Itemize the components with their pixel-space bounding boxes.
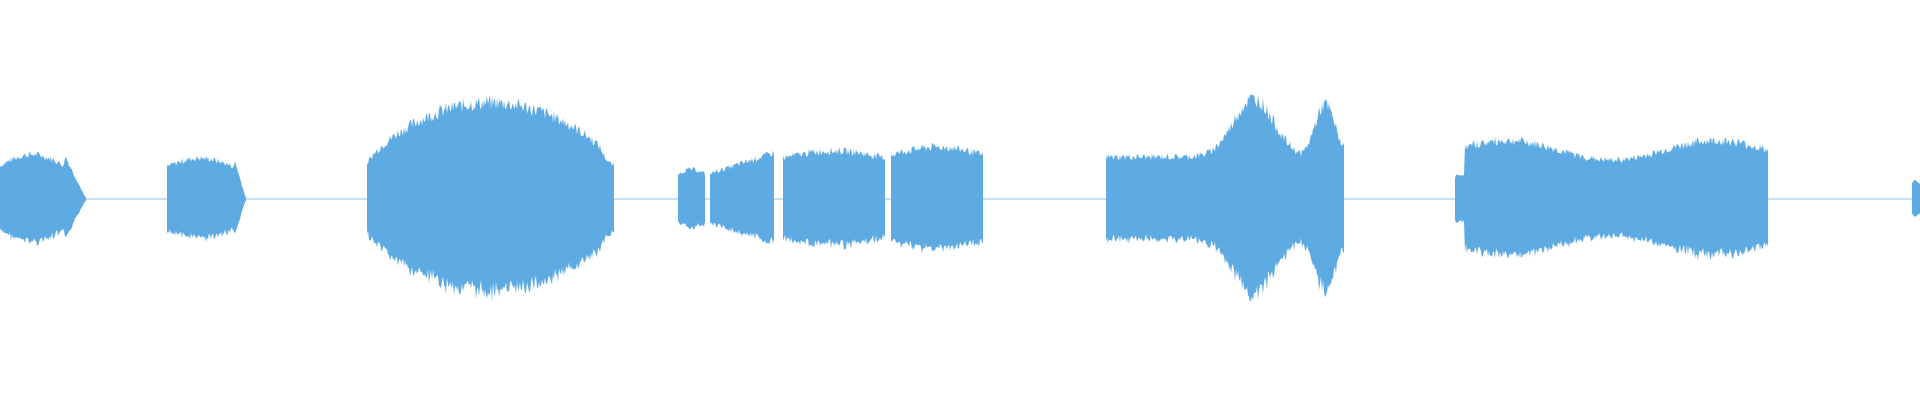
waveform-clip-5 (710, 150, 774, 244)
waveform-clip-10 (1912, 179, 1920, 217)
waveform-clip-9 (1455, 136, 1768, 260)
waveform-clips (0, 94, 1920, 303)
waveform-clip-3 (367, 95, 614, 303)
waveform-clip-1 (0, 151, 86, 246)
waveform-clip-6 (783, 147, 885, 250)
waveform-clip-2 (167, 155, 246, 242)
waveform-clip-8 (1106, 94, 1344, 302)
waveform-clip-7 (891, 143, 983, 254)
waveform-clip-4 (678, 167, 705, 230)
